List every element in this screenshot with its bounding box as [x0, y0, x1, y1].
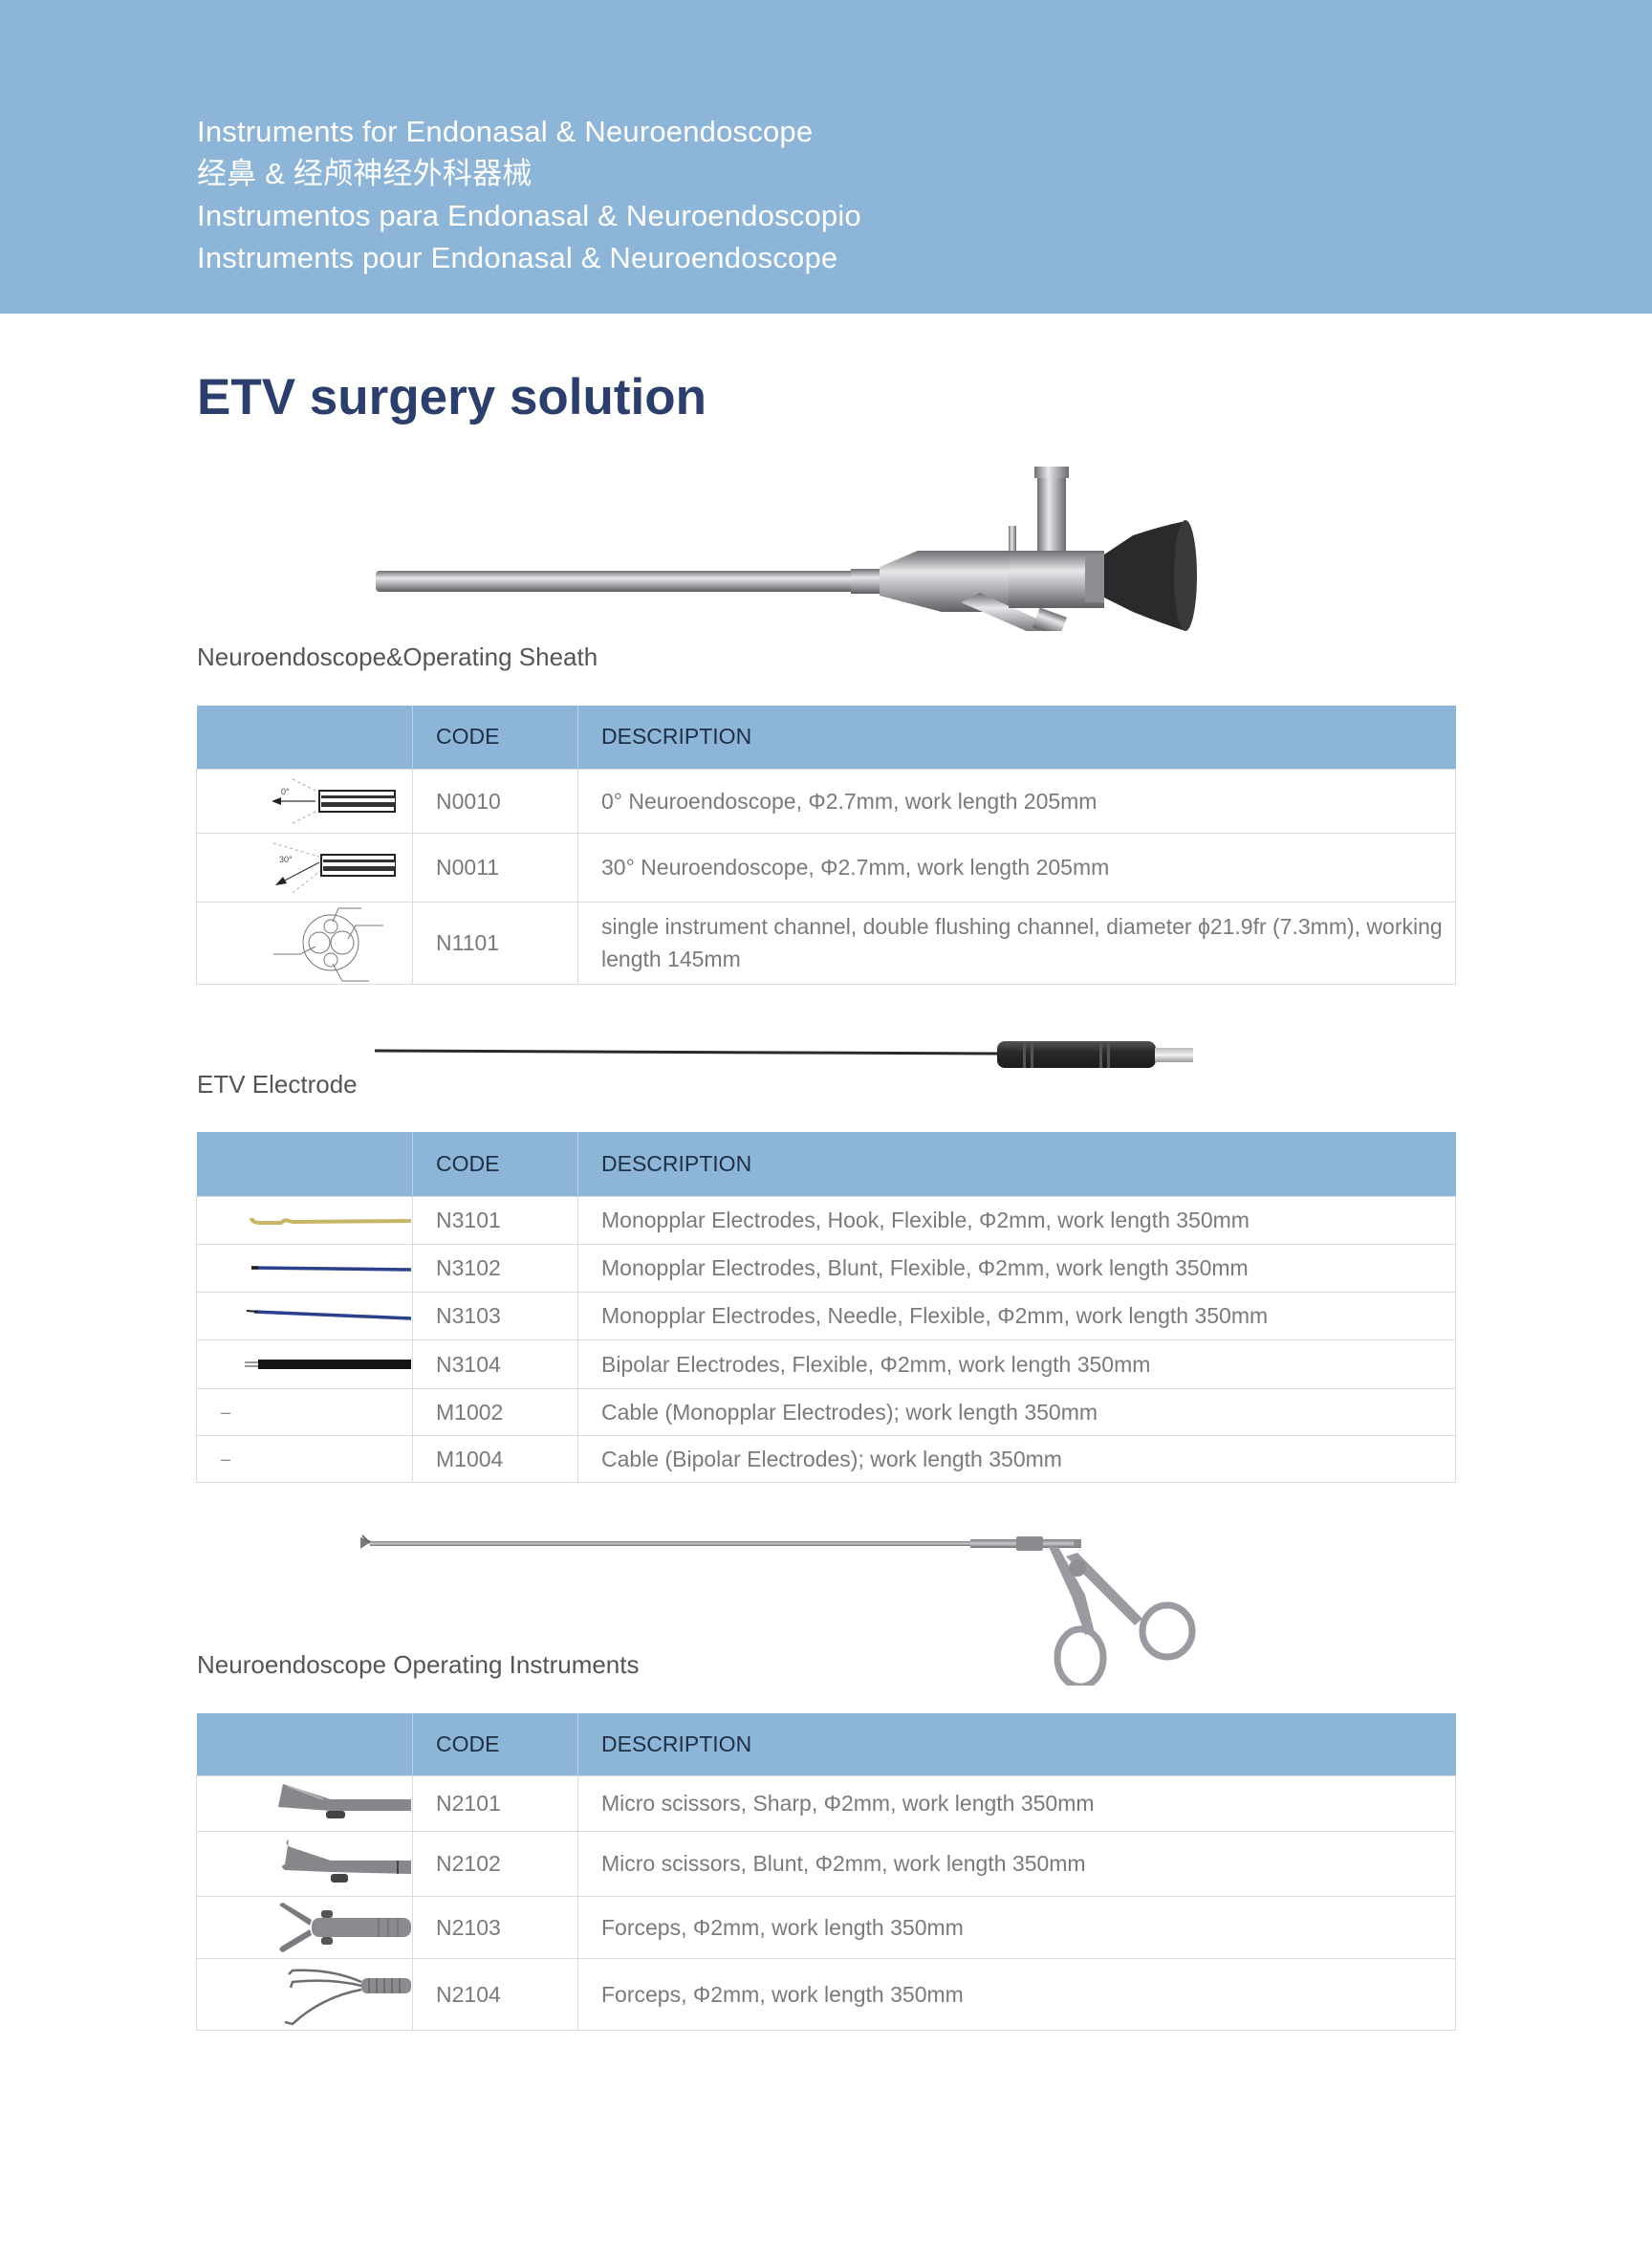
table-row: 30° N0011 30° Neuroendoscope, Φ2.7mm, wo… — [196, 832, 1456, 903]
row-thumbnail — [196, 1339, 413, 1389]
row-code: N3101 — [412, 1195, 578, 1245]
sheath-cross-section-icon — [273, 907, 383, 981]
row-code: M1004 — [412, 1434, 578, 1483]
row-description: Forceps, Φ2mm, work length 350mm — [577, 1957, 1456, 2031]
row-code: N0010 — [412, 768, 578, 834]
table-row: N3102 Monopplar Electrodes, Blunt, Flexi… — [196, 1243, 1456, 1293]
row-code: N2104 — [412, 1957, 578, 2031]
row-thumbnail — [196, 1830, 413, 1897]
row-description: Monopplar Electrodes, Hook, Flexible, Φ2… — [577, 1195, 1456, 1245]
etv-electrode-image — [374, 1041, 1193, 1068]
column-header-code: CODE — [412, 1713, 578, 1775]
row-description: Micro scissors, Sharp, Φ2mm, work length… — [577, 1774, 1456, 1832]
column-header-code: CODE — [412, 706, 578, 769]
neuroendoscope-table: CODE DESCRIPTION 0° N0010 0° Neuroendosc… — [196, 706, 1456, 985]
banner-title-zh: 经鼻 & 经颅神经外科器械 — [197, 157, 533, 190]
table-row: N2102 Micro scissors, Blunt, Φ2mm, work … — [196, 1830, 1456, 1897]
table-row: N2104 Forceps, Φ2mm, work length 350mm — [196, 1957, 1456, 2031]
column-header-description: DESCRIPTION — [577, 1132, 1456, 1196]
banner-title-fr: Instruments pour Endonasal & Neuroendosc… — [197, 241, 838, 274]
svg-text:0°: 0° — [281, 787, 290, 796]
needle-electrode-icon — [246, 1309, 412, 1320]
row-code: N0011 — [412, 832, 578, 903]
table-row: N3103 Monopplar Electrodes, Needle, Flex… — [196, 1291, 1456, 1340]
table-row: – M1004 Cable (Bipolar Electrodes); work… — [196, 1434, 1456, 1483]
banner-title-en: Instruments for Endonasal & Neuroendosco… — [197, 115, 814, 148]
section-heading-etv-electrode: ETV Electrode — [197, 1070, 358, 1099]
table-row: N2101 Micro scissors, Sharp, Φ2mm, work … — [196, 1774, 1456, 1832]
column-header-image — [196, 1713, 413, 1775]
page-title: ETV surgery solution — [197, 369, 707, 425]
row-description: Micro scissors, Blunt, Φ2mm, work length… — [577, 1830, 1456, 1897]
row-description: 0° Neuroendoscope, Φ2.7mm, work length 2… — [577, 768, 1456, 834]
row-code: N3102 — [412, 1243, 578, 1293]
row-description: Monopplar Electrodes, Needle, Flexible, … — [577, 1291, 1456, 1340]
column-header-image — [196, 706, 413, 769]
row-code: N2102 — [412, 1830, 578, 1897]
column-header-description: DESCRIPTION — [577, 1713, 1456, 1775]
row-thumbnail — [196, 1291, 413, 1340]
row-thumbnail: 30° — [196, 832, 413, 903]
row-description: 30° Neuroendoscope, Φ2.7mm, work length … — [577, 832, 1456, 903]
no-image-dash: – — [221, 1448, 231, 1469]
blunt-electrode-icon — [250, 1265, 412, 1272]
no-image-dash: – — [221, 1402, 231, 1422]
etv-electrode-table: CODE DESCRIPTION N3101 Monopplar Electro… — [196, 1132, 1456, 1483]
hook-electrode-icon — [250, 1216, 412, 1225]
table-row: – M1002 Cable (Monopplar Electrodes); wo… — [196, 1387, 1456, 1436]
sharp-micro-scissors-icon — [278, 1783, 411, 1818]
row-description: Monopplar Electrodes, Blunt, Flexible, Φ… — [577, 1243, 1456, 1293]
blunt-micro-scissors-icon — [282, 1839, 411, 1883]
table-header-row: CODE DESCRIPTION — [196, 706, 1456, 769]
table-row: N2103 Forceps, Φ2mm, work length 350mm — [196, 1895, 1456, 1959]
row-thumbnail: 0° — [196, 768, 413, 834]
row-description: single instrument channel, double flushi… — [577, 901, 1456, 985]
table-row: N3104 Bipolar Electrodes, Flexible, Φ2mm… — [196, 1339, 1456, 1389]
banner-title-group: Instruments for Endonasal & Neuroendosco… — [197, 111, 861, 279]
cup-forceps-icon — [279, 1902, 411, 1952]
section-heading-operating-instruments: Neuroendoscope Operating Instruments — [197, 1650, 640, 1679]
row-thumbnail: – — [196, 1387, 413, 1436]
column-header-code: CODE — [412, 1132, 578, 1196]
30-degree-endoscope-tip-icon: 30° — [272, 842, 396, 893]
row-thumbnail — [196, 1895, 413, 1959]
column-header-description: DESCRIPTION — [577, 706, 1456, 769]
row-code: M1002 — [412, 1387, 578, 1436]
section-heading-neuroendoscope: Neuroendoscope&Operating Sheath — [197, 642, 598, 671]
row-thumbnail — [196, 1243, 413, 1293]
row-thumbnail — [196, 1195, 413, 1245]
row-thumbnail — [196, 1957, 413, 2031]
column-header-image — [196, 1132, 413, 1196]
row-thumbnail — [196, 1774, 413, 1832]
row-description: Cable (Monopplar Electrodes); work lengt… — [577, 1387, 1456, 1436]
table-header-row: CODE DESCRIPTION — [196, 1713, 1456, 1775]
row-code: N3103 — [412, 1291, 578, 1340]
bipolar-electrode-icon — [245, 1359, 411, 1369]
row-description: Forceps, Φ2mm, work length 350mm — [577, 1895, 1456, 1959]
table-row: N1101 single instrument channel, double … — [196, 901, 1456, 985]
svg-text:30°: 30° — [279, 855, 293, 864]
row-code: N2101 — [412, 1774, 578, 1832]
table-header-row: CODE DESCRIPTION — [196, 1132, 1456, 1196]
neuroendoscope-image — [376, 467, 1197, 631]
banner-title-es: Instrumentos para Endonasal & Neuroendos… — [197, 199, 861, 232]
row-code: N1101 — [412, 901, 578, 985]
operating-instruments-table: CODE DESCRIPTION N2101 Micro scissors, S… — [196, 1713, 1456, 2031]
row-thumbnail: – — [196, 1434, 413, 1483]
0-degree-endoscope-tip-icon: 0° — [272, 778, 396, 823]
row-code: N2103 — [412, 1895, 578, 1959]
operating-instrument-image — [360, 1535, 1196, 1686]
header-banner: Instruments for Endonasal & Neuroendosco… — [0, 0, 1652, 314]
table-row: 0° N0010 0° Neuroendoscope, Φ2.7mm, work… — [196, 768, 1456, 834]
grasping-forceps-icon — [284, 1969, 411, 2025]
row-description: Bipolar Electrodes, Flexible, Φ2mm, work… — [577, 1339, 1456, 1389]
table-row: N3101 Monopplar Electrodes, Hook, Flexib… — [196, 1195, 1456, 1245]
row-description: Cable (Bipolar Electrodes); work length … — [577, 1434, 1456, 1483]
row-code: N3104 — [412, 1339, 578, 1389]
row-thumbnail — [196, 901, 413, 985]
